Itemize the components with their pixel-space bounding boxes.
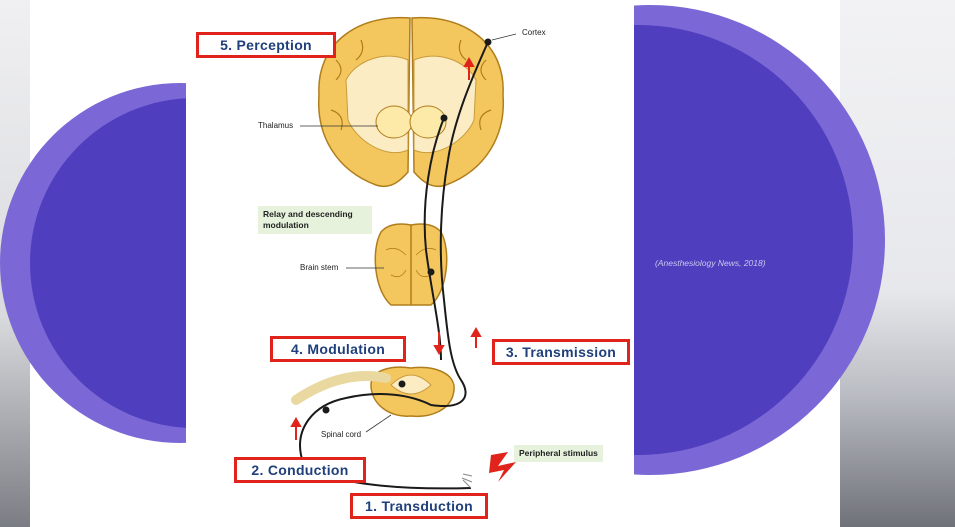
stimulus-dashes [462, 474, 472, 488]
stage-conduction: 2. Conduction [234, 457, 366, 483]
label-spinal-cord: Spinal cord [321, 430, 361, 439]
thalamus-right [410, 106, 446, 138]
pain-pathway-diagram: 5. Perception 4. Modulation 3. Transmiss… [186, 0, 634, 527]
neuron-thalamus [441, 115, 448, 122]
label-peripheral-stimulus: Peripheral stimulus [514, 445, 603, 462]
brain-stem [375, 224, 446, 305]
label-relay-modulation: Relay and descending modulation [258, 206, 372, 234]
stage-transmission: 3. Transmission [492, 339, 630, 365]
label-brain-stem: Brain stem [300, 263, 338, 272]
neuron-brainstem [428, 269, 435, 276]
citation: (Anesthesiology News, 2018) [655, 258, 766, 268]
stage-transduction: 1. Transduction [350, 493, 488, 519]
label-cortex: Cortex [522, 28, 546, 37]
neuron-cortex [485, 39, 492, 46]
neuron-spinal [399, 381, 406, 388]
spinalcord-leader [366, 415, 391, 432]
stage-modulation: 4. Modulation [270, 336, 406, 362]
thalamus-left [376, 106, 412, 138]
label-thalamus: Thalamus [258, 121, 293, 130]
stimulus-bolt-icon [489, 452, 516, 482]
stage-perception: 5. Perception [196, 32, 336, 58]
cortex-leader [492, 34, 516, 40]
brain-white-matter [346, 56, 476, 153]
neuron-ganglion [323, 407, 330, 414]
